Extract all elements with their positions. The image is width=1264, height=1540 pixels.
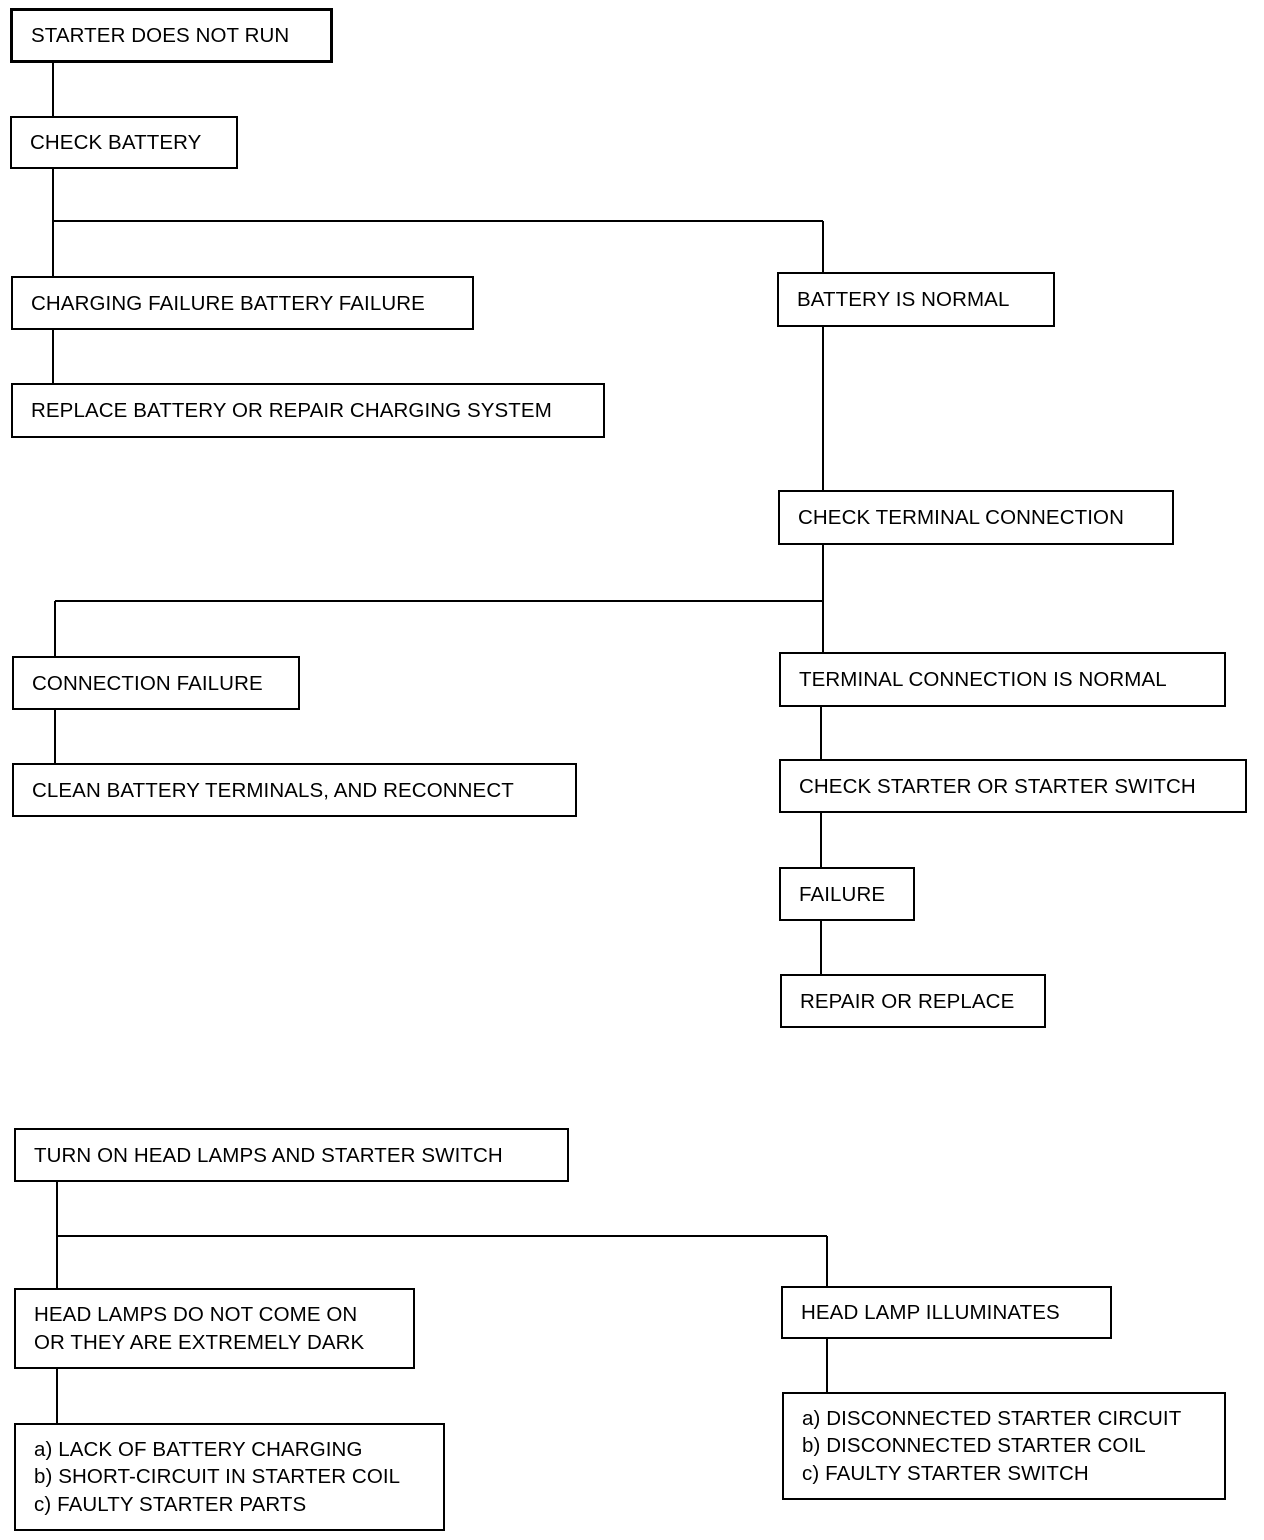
node-label: CHARGING FAILURE BATTERY FAILURE xyxy=(31,291,425,315)
node-label-line: OR THEY ARE EXTREMELY DARK xyxy=(34,1330,365,1354)
node-head-lamps-dark: HEAD LAMPS DO NOT COME ON OR THEY ARE EX… xyxy=(14,1288,415,1369)
node-label: REPLACE BATTERY OR REPAIR CHARGING SYSTE… xyxy=(31,399,552,422)
node-connection-failure: CONNECTION FAILURE xyxy=(12,656,300,710)
node-label-line: HEAD LAMPS DO NOT COME ON xyxy=(34,1303,358,1326)
node-label: BATTERY IS NORMAL xyxy=(797,288,1010,311)
node-label: TURN ON HEAD LAMPS AND STARTER SWITCH xyxy=(34,1143,503,1167)
cause-item: a) LACK OF BATTERY CHARGING xyxy=(34,1437,363,1461)
node-label: FAILURE xyxy=(799,882,886,906)
node-check-starter-switch: CHECK STARTER OR STARTER SWITCH xyxy=(779,759,1247,813)
node-label: HEAD LAMP ILLUMINATES xyxy=(801,1301,1060,1324)
node-label: REPAIR OR REPLACE xyxy=(800,989,1015,1013)
node-label: CHECK TERMINAL CONNECTION xyxy=(798,506,1124,529)
node-replace-battery: REPLACE BATTERY OR REPAIR CHARGING SYSTE… xyxy=(11,383,605,438)
node-terminal-connection-normal: TERMINAL CONNECTION IS NORMAL xyxy=(779,652,1226,707)
node-label: CHECK BATTERY xyxy=(30,131,202,154)
node-head-lamp-illuminates: HEAD LAMP ILLUMINATES xyxy=(781,1286,1112,1339)
node-turn-on-head-lamps: TURN ON HEAD LAMPS AND STARTER SWITCH xyxy=(14,1128,569,1182)
node-check-terminal-connection: CHECK TERMINAL CONNECTION xyxy=(778,490,1174,545)
node-battery-is-normal: BATTERY IS NORMAL xyxy=(777,272,1055,327)
cause-item: c) FAULTY STARTER SWITCH xyxy=(802,1461,1089,1485)
node-starter-does-not-run: STARTER DOES NOT RUN xyxy=(10,8,333,63)
node-label: CLEAN BATTERY TERMINALS, AND RECONNECT xyxy=(32,778,514,802)
cause-item: c) FAULTY STARTER PARTS xyxy=(34,1492,307,1516)
cause-item: b) DISCONNECTED STARTER COIL xyxy=(802,1434,1146,1458)
node-causes-dark: a) LACK OF BATTERY CHARGING b) SHORT-CIR… xyxy=(14,1423,445,1531)
node-failure: FAILURE xyxy=(779,867,915,921)
node-label: CONNECTION FAILURE xyxy=(32,671,263,695)
node-label: CHECK STARTER OR STARTER SWITCH xyxy=(799,774,1196,798)
node-repair-or-replace: REPAIR OR REPLACE xyxy=(780,974,1046,1028)
node-charging-failure: CHARGING FAILURE BATTERY FAILURE xyxy=(11,276,474,330)
node-clean-terminals: CLEAN BATTERY TERMINALS, AND RECONNECT xyxy=(12,763,577,817)
node-label: TERMINAL CONNECTION IS NORMAL xyxy=(799,668,1167,691)
node-check-battery: CHECK BATTERY xyxy=(10,116,238,169)
node-causes-illuminates: a) DISCONNECTED STARTER CIRCUIT b) DISCO… xyxy=(782,1392,1226,1500)
node-label: STARTER DOES NOT RUN xyxy=(31,24,290,47)
cause-item: a) DISCONNECTED STARTER CIRCUIT xyxy=(802,1406,1182,1430)
cause-item: b) SHORT-CIRCUIT IN STARTER COIL xyxy=(34,1465,401,1489)
